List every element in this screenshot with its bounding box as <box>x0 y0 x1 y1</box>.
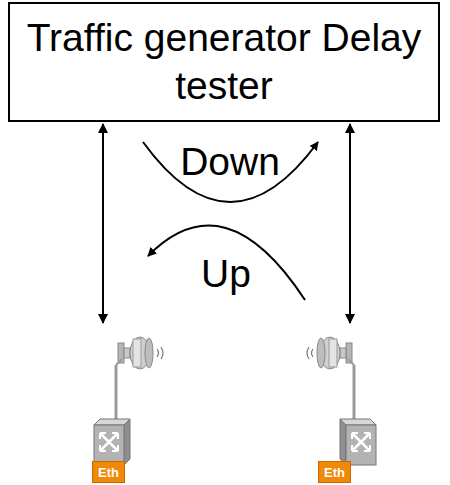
up-arc <box>148 226 305 300</box>
eth-badge: Eth <box>92 461 125 483</box>
eth-label: Eth <box>98 465 119 480</box>
direction-label: Up <box>201 254 251 295</box>
radio-unit: Eth <box>78 325 170 485</box>
tester-box: Traffic generator Delay tester <box>8 2 440 122</box>
double-arrow <box>349 124 351 323</box>
eth-badge: Eth <box>318 461 351 483</box>
box-title: Traffic generator Delay tester <box>16 14 432 109</box>
down-arc <box>143 142 318 202</box>
radio-unit: Eth <box>300 325 392 485</box>
eth-label: Eth <box>324 465 345 480</box>
direction-label: Down <box>180 142 280 183</box>
double-arrow <box>102 124 104 323</box>
